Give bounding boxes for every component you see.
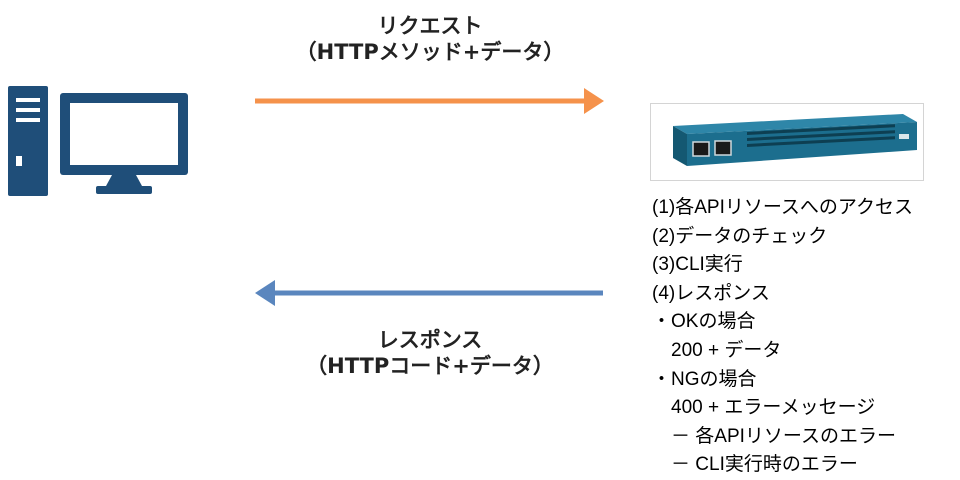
process-step: ・OKの場合 xyxy=(652,311,756,333)
response-arrow xyxy=(255,280,603,306)
desktop-computer-icon xyxy=(8,86,188,196)
response-label: レスポンス （HTTPコード+データ） xyxy=(245,327,615,379)
port-row xyxy=(747,136,895,147)
tower-slot xyxy=(16,108,40,112)
request-arrow-head xyxy=(584,88,604,114)
process-step: (3)CLI実行 xyxy=(652,254,743,276)
power-socket xyxy=(714,140,732,156)
tower-body xyxy=(8,86,48,196)
process-step: 200 + データ xyxy=(652,339,782,361)
network-switch-image xyxy=(673,114,917,166)
monitor-screen xyxy=(70,103,178,165)
port-row xyxy=(747,130,895,141)
process-step-list: (1)各APIリソースへのアクセス (2)データのチェック (3)CLI実行 (4)レ… xyxy=(652,194,913,480)
tower-button xyxy=(16,156,22,166)
process-step: ・NGの場合 xyxy=(652,368,757,390)
response-subtitle: （HTTPコード+データ） xyxy=(306,354,554,378)
request-label: リクエスト （HTTPメソッド+データ） xyxy=(245,13,615,65)
switch-side xyxy=(673,126,687,166)
process-step: (1)各APIリソースへのアクセス xyxy=(652,197,913,218)
status-led xyxy=(899,134,909,139)
port-array xyxy=(747,124,895,147)
process-step: － 各APIリソースのエラー xyxy=(652,425,896,447)
monitor-stand xyxy=(106,175,142,186)
process-step: (2)データのチェック xyxy=(652,225,828,247)
power-socket xyxy=(692,141,710,157)
request-subtitle: （HTTPメソッド+データ） xyxy=(295,40,565,64)
request-title: リクエスト xyxy=(377,14,483,38)
monitor-base xyxy=(96,186,152,194)
process-step: － CLI実行時のエラー xyxy=(652,454,858,476)
process-step: (4)レスポンス xyxy=(652,282,770,304)
request-arrow xyxy=(255,88,604,114)
response-title: レスポンス xyxy=(377,328,483,352)
switch-top xyxy=(673,114,917,134)
port-row xyxy=(747,124,895,135)
tower-slot xyxy=(16,98,40,102)
device-frame xyxy=(650,103,924,181)
tower-slot xyxy=(16,118,40,122)
process-step: 400 + エラーメッセージ xyxy=(652,397,876,419)
response-arrow-head xyxy=(255,280,275,306)
